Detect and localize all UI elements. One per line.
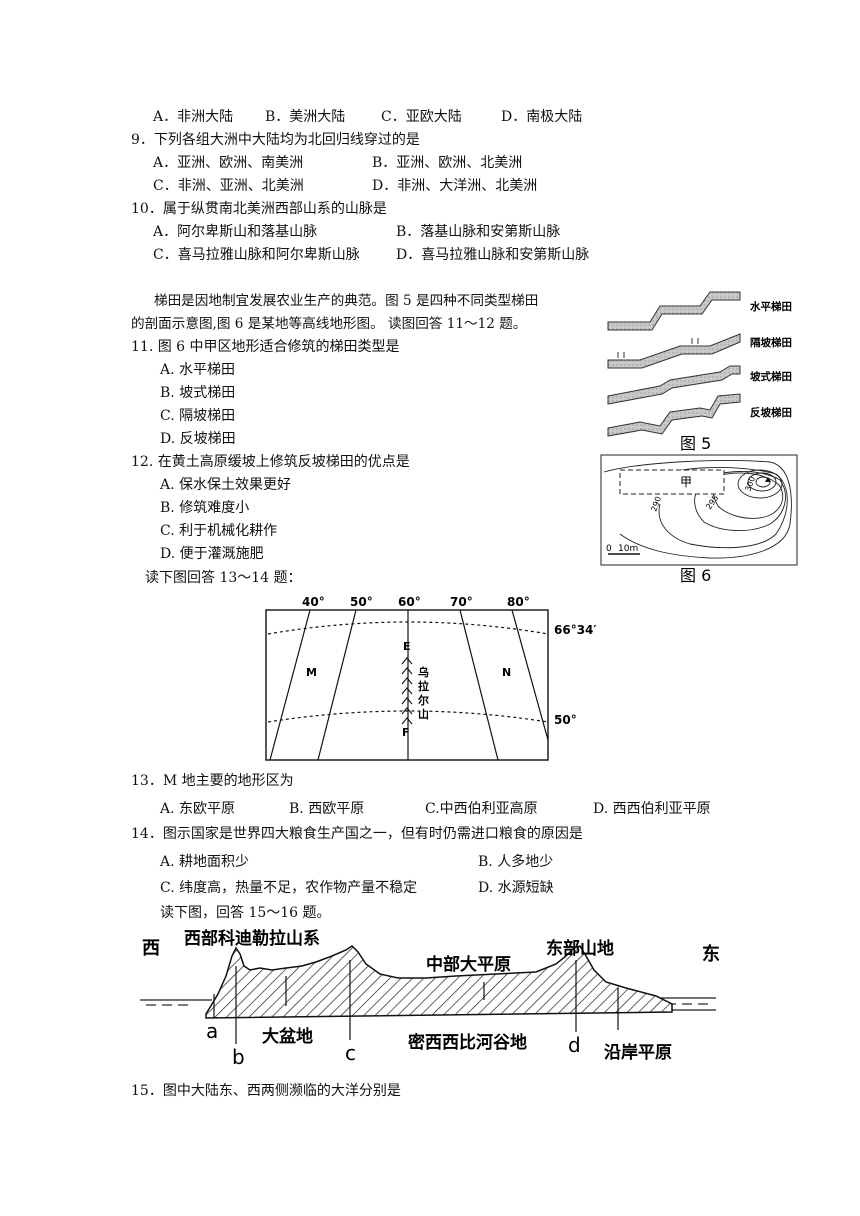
- parallel-50: [267, 710, 549, 723]
- q9-option-c: C．非洲、亚洲、北美洲: [153, 178, 304, 194]
- q8-option-c: C．亚欧大陆: [381, 109, 462, 125]
- fig5-label-reverse: 反坡梯田: [750, 406, 792, 419]
- fig5-caption: 图 5: [680, 434, 711, 453]
- label-E: E: [403, 640, 411, 653]
- pointer-lines: [213, 960, 619, 1044]
- q12-option-c: C. 利于机械化耕作: [160, 523, 278, 539]
- q9-option-b: B．亚洲、欧洲、北美洲: [372, 155, 523, 171]
- q11-option-d: D. 反坡梯田: [160, 431, 236, 447]
- figure-north-america-profile: 西 东 西部科迪勒拉山系 东部山地 中部大平原 大盆地 密西西比河谷地 沿岸平原…: [140, 928, 720, 1069]
- scale-length: 10m: [618, 544, 638, 554]
- label-east: 东: [702, 943, 720, 965]
- lat-50: 50°: [554, 713, 577, 727]
- scale-zero: 0: [606, 544, 612, 554]
- q11-option-a: A. 水平梯田: [160, 362, 236, 378]
- figure-russia-map: 40° 50° 60° 70° 80° 66°34′ 50° M N E F 乌…: [265, 595, 597, 761]
- q13-option-b: B. 西欧平原: [289, 801, 365, 817]
- area-jia-box: [619, 469, 725, 495]
- fig5-label-interval: 隔坡梯田: [750, 336, 792, 349]
- label-east-mountains: 东部山地: [546, 938, 614, 959]
- letter-a: a: [206, 1019, 218, 1043]
- label-F: F: [402, 726, 410, 739]
- mountain-char-2: 拉: [418, 679, 429, 693]
- terrace-level: [607, 291, 741, 331]
- fig6-caption: 图 6: [680, 566, 711, 584]
- label-M: M: [306, 666, 317, 679]
- label-mississippi: 密西西比河谷地: [408, 1032, 527, 1053]
- label-coastal-plain: 沿岸平原: [604, 1042, 672, 1063]
- fig5-label-slope: 坡式梯田: [750, 370, 792, 383]
- q8-option-a: A．非洲大陆: [153, 109, 234, 125]
- letter-c: c: [345, 1041, 356, 1065]
- parallel-arctic: [267, 621, 549, 635]
- q13-option-d: D. 西西伯利亚平原: [593, 801, 711, 817]
- mountain-symbols: [401, 657, 413, 725]
- q11-stem: 11. 图 6 中甲区地形适合修筑的梯田类型是: [131, 339, 400, 355]
- intro-13-14: 读下图回答 13～14 题：: [145, 570, 302, 586]
- q10-option-a: A．阿尔卑斯山和落基山脉: [153, 224, 318, 240]
- q13-option-a: A. 东欧平原: [160, 801, 236, 817]
- mountain-char-3: 尔: [417, 693, 429, 707]
- q15-stem: 15．图中大陆东、西两侧濒临的大洋分别是: [131, 1083, 401, 1099]
- q10-option-c: C．喜马拉雅山脉和阿尔卑斯山脉: [153, 247, 360, 263]
- lon-80: 80°: [507, 595, 530, 609]
- label-great-basin: 大盆地: [262, 1026, 313, 1047]
- q13-stem: 13．M 地主要的地形区为: [131, 773, 294, 789]
- lon-50: 50°: [350, 595, 373, 609]
- q13-option-c: C.中西伯利亚高原: [425, 801, 538, 817]
- q12-option-b: B. 修筑难度小: [160, 500, 250, 516]
- lon-60: 60°: [398, 595, 421, 609]
- intro-15-16: 读下图，回答 15～16 题。: [160, 905, 331, 921]
- q10-option-b: B．落基山脉和安第斯山脉: [396, 224, 561, 240]
- q8-option-d: D．南极大陆: [501, 109, 583, 125]
- intro-11-12-line1: 梯田是因地制宜发展农业生产的典范。图 5 是四种不同类型梯田: [154, 293, 539, 309]
- mountain-char-4: 山: [418, 707, 429, 721]
- q10-option-d: D．喜马拉雅山脉和安第斯山脉: [396, 247, 590, 263]
- label-N: N: [502, 666, 511, 679]
- q14-option-d: D. 水源短缺: [478, 880, 554, 896]
- fig5-label-level: 水平梯田: [749, 300, 792, 313]
- q9-option-a: A．亚洲、欧洲、南美洲: [153, 155, 304, 171]
- label-central-plain: 中部大平原: [426, 954, 511, 975]
- peak-icon: [765, 477, 771, 482]
- sea-west: [140, 999, 212, 1006]
- area-jia-label: 甲: [680, 475, 692, 489]
- q8-option-b: B．美洲大陆: [265, 109, 346, 125]
- q9-option-d: D．非洲、大洋洲、北美洲: [372, 178, 538, 194]
- q14-stem: 14．图示国家是世界四大粮食生产国之一，但有时仍需进口粮食的原因是: [131, 826, 583, 842]
- figure-6-contour-map: 甲 290 295 300 0 10m 图 6: [600, 454, 798, 584]
- letter-b: b: [232, 1045, 245, 1069]
- terrace-reverse: [607, 393, 741, 437]
- figure-5-terraces: 水平梯田 隔坡梯田 坡式梯田 反坡梯田 图 5: [607, 291, 792, 453]
- label-west-mountains: 西部科迪勒拉山系: [184, 928, 320, 949]
- lon-70: 70°: [450, 595, 473, 609]
- q12-stem: 12. 在黄土高原缓坡上修筑反坡梯田的优点是: [131, 454, 410, 470]
- terrace-interval: [607, 333, 741, 369]
- label-west: 西: [142, 938, 160, 959]
- q11-option-c: C. 隔坡梯田: [160, 408, 236, 424]
- q14-option-a: A. 耕地面积少: [160, 854, 250, 870]
- q12-option-a: A. 保水保土效果更好: [160, 477, 292, 493]
- q10-stem: 10．属于纵贯南北美洲西部山系的山脉是: [131, 201, 387, 217]
- q14-option-b: B. 人多地少: [478, 854, 554, 870]
- meridians: [269, 609, 549, 761]
- letter-d: d: [568, 1033, 581, 1057]
- q9-stem: 9．下列各组大洲中大陆均为北回归线穿过的是: [131, 132, 420, 148]
- land-profile: [205, 945, 673, 1019]
- lon-40: 40°: [302, 595, 325, 609]
- q12-option-d: D. 便于灌溉施肥: [160, 546, 264, 562]
- q14-option-c: C. 纬度高，热量不足，农作物产量不稳定: [160, 880, 418, 896]
- mountain-char-1: 乌: [418, 665, 429, 679]
- intro-11-12-line2: 的剖面示意图,图 6 是某地等高线地形图。 读图回答 11～12 题。: [131, 316, 527, 332]
- q11-option-b: B. 坡式梯田: [160, 385, 236, 401]
- terrace-slope: [607, 365, 741, 405]
- lat-arctic: 66°34′: [554, 623, 597, 637]
